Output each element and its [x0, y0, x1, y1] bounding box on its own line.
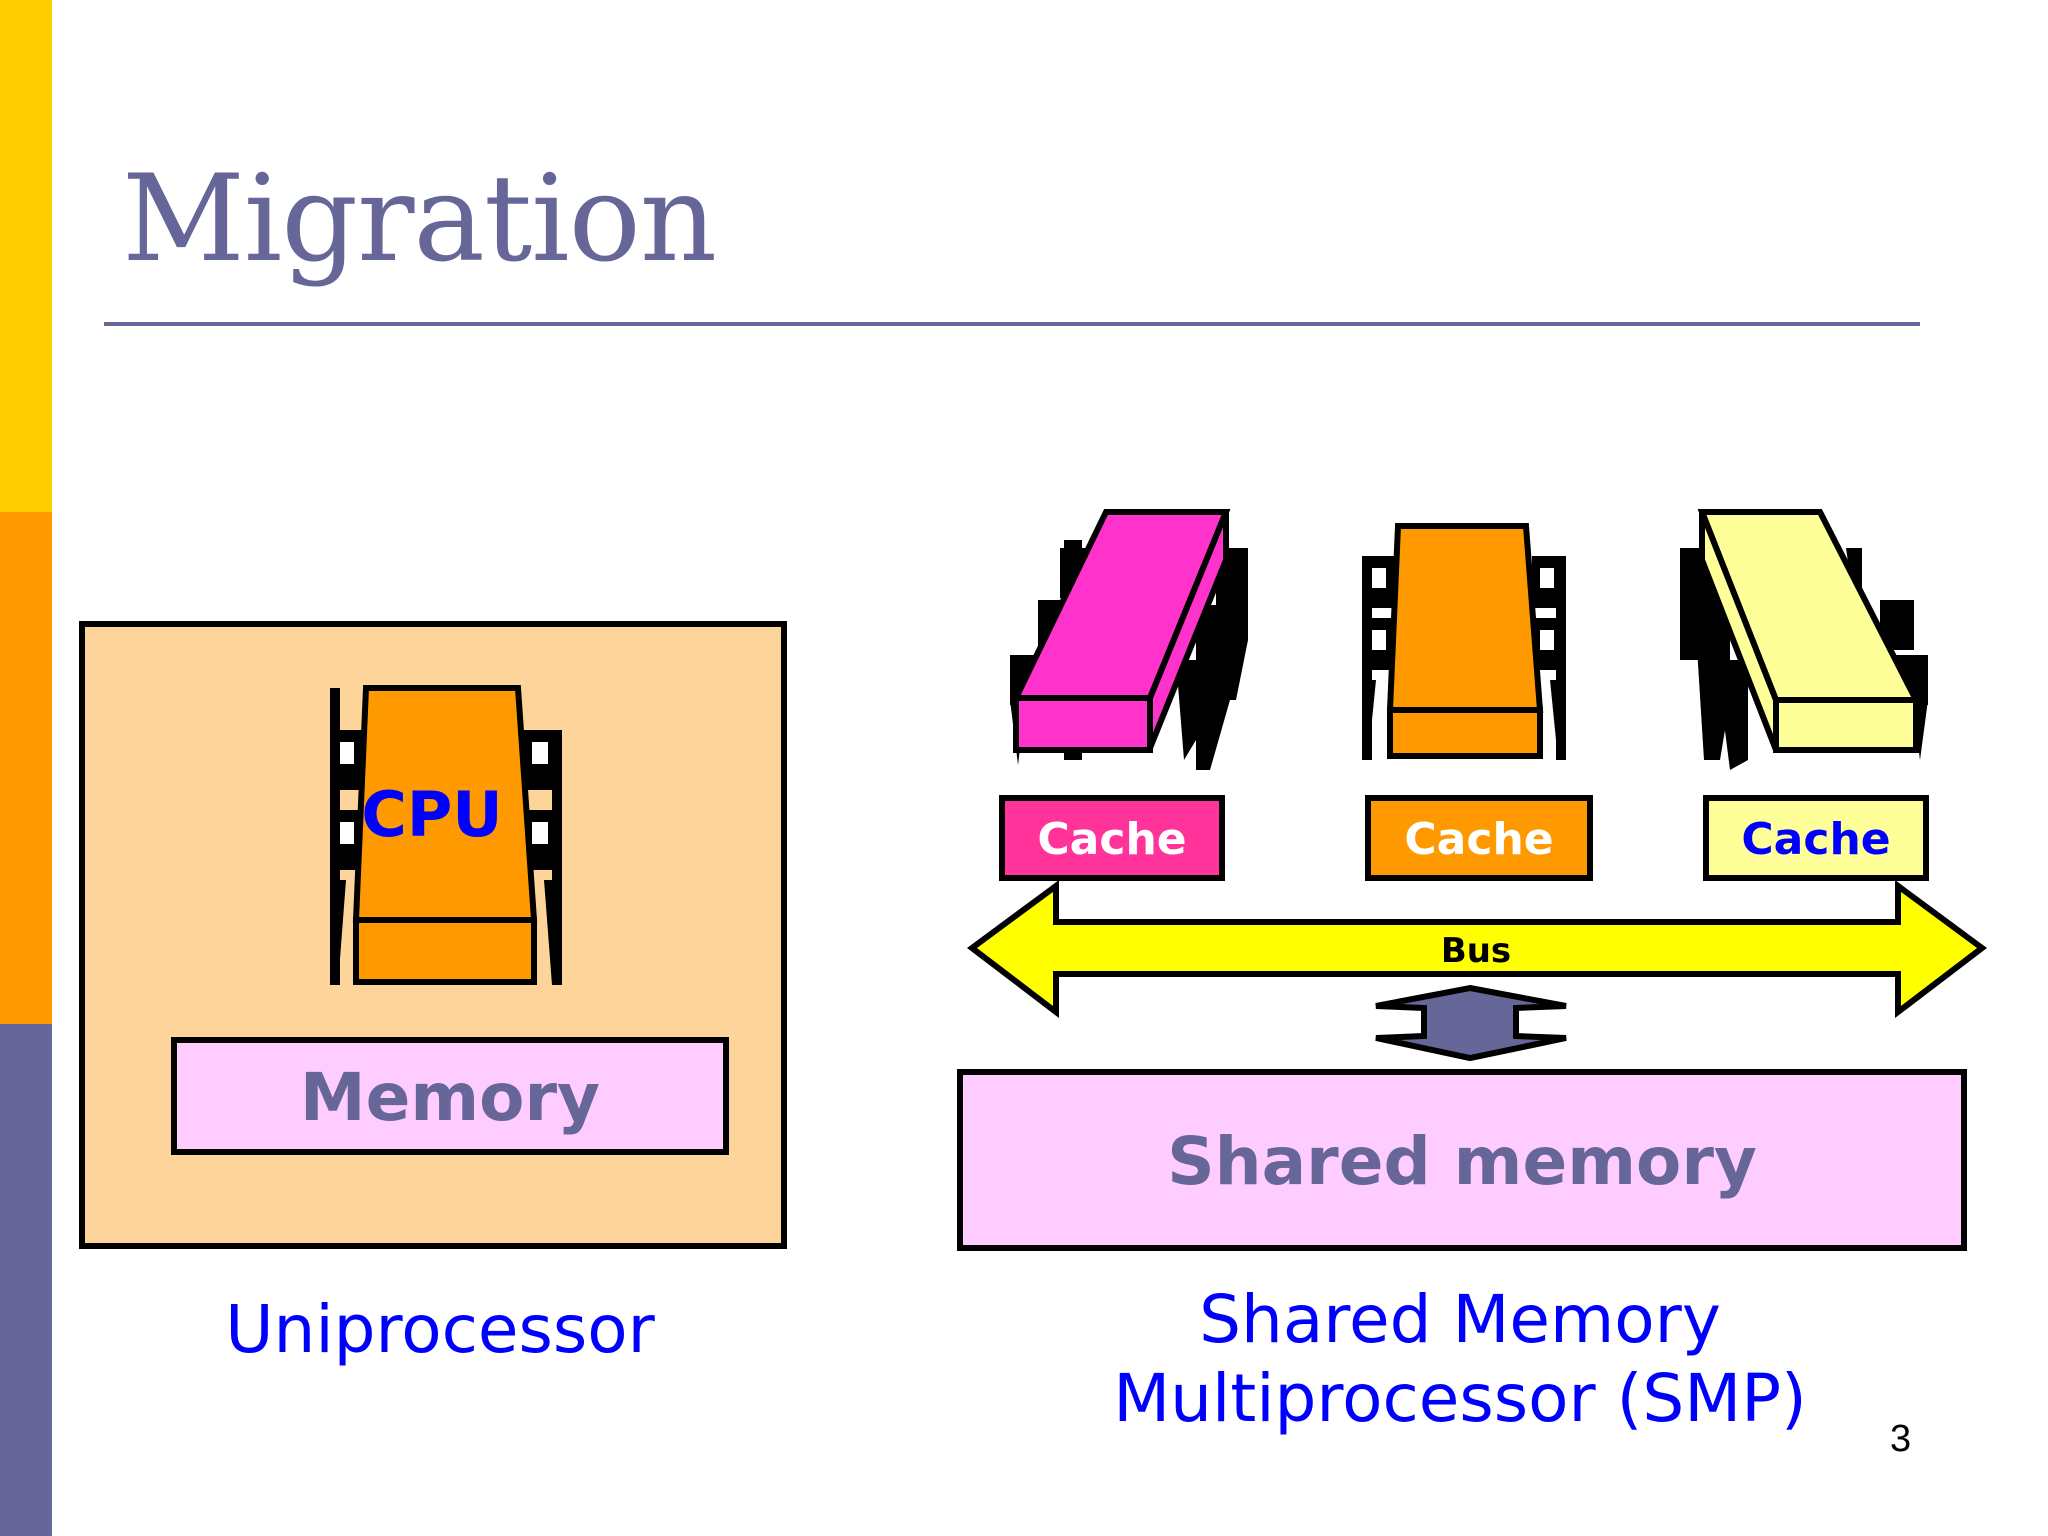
- bus-memory-connector: [1375, 984, 1567, 1062]
- slide-title: Migration: [122, 150, 717, 289]
- cache-box-3: [1703, 795, 1929, 881]
- smp-caption-line1: Shared Memory: [1199, 1281, 1721, 1358]
- cpu-label: CPU: [361, 778, 502, 851]
- cpu-chip-orange-icon: [1362, 523, 1566, 760]
- uniprocessor-caption: Uniprocessor: [225, 1291, 655, 1368]
- memory-label: Memory: [300, 1059, 600, 1136]
- shared-memory-box: [957, 1069, 1967, 1251]
- side-bar-yellow: [0, 0, 52, 512]
- cache-box-2: [1365, 795, 1593, 881]
- side-bar-purple: [0, 1024, 52, 1536]
- page-number: 3: [1890, 1418, 1912, 1460]
- cache-box-1: [999, 795, 1225, 881]
- cpu-chip-pink-icon: [1010, 509, 1248, 770]
- cpu-chip-yellow-icon: [1680, 509, 1928, 770]
- title-divider: [104, 322, 1920, 326]
- side-bar-orange: [0, 512, 52, 1024]
- cache-label-2: Cache: [1404, 814, 1553, 865]
- bus-label: Bus: [1441, 931, 1511, 971]
- cpu-chip-icon: [330, 685, 562, 985]
- bus-arrow: [966, 880, 1988, 1019]
- memory-box: [171, 1037, 729, 1155]
- cache-label-1: Cache: [1037, 814, 1186, 865]
- shared-memory-label: Shared memory: [1167, 1123, 1757, 1200]
- smp-caption: Shared Memory Multiprocessor (SMP): [1040, 1280, 1880, 1438]
- cache-label-3: Cache: [1741, 814, 1890, 865]
- smp-caption-line2: Multiprocessor (SMP): [1113, 1360, 1807, 1438]
